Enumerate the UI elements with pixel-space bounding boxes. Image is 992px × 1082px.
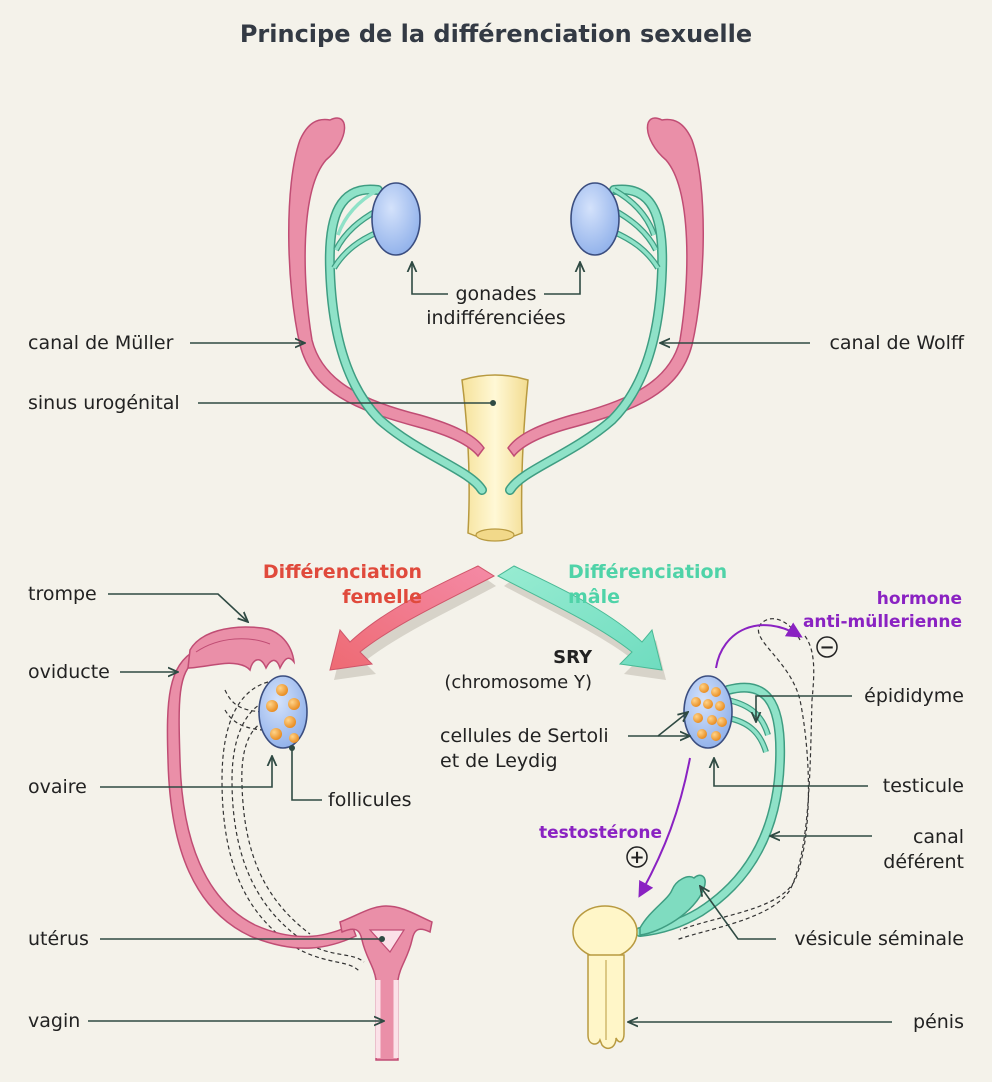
label-canal-deferent: canal [913,826,964,848]
male-organs [572,618,815,1050]
label-hormone: hormone [877,589,962,609]
label-vagin: vagin [28,1010,80,1032]
plus-icon [626,846,648,868]
sinus-urogenital-shape [461,374,529,540]
label-testicule: testicule [883,775,964,797]
vessie-shape [572,905,638,959]
label-uterus: utérus [28,928,89,950]
label-canal-deferent-2: déférent [883,851,964,873]
gonade-left [371,182,421,256]
minus-icon [816,636,838,658]
indifferent-stage [288,117,704,542]
label-ovaire: ovaire [28,776,87,798]
label-penis: pénis [913,1011,964,1033]
label-testosterone: testostérone [539,823,662,843]
canal-muller-left [288,117,485,458]
label-canal-muller: canal de Müller [28,332,174,354]
heading-diff-male-2: mâle [568,586,620,608]
follicules-dots [266,684,300,743]
label-gonades-2: indifférenciées [426,307,566,329]
ovaire-shape [258,675,308,749]
gonade-right [570,182,620,256]
minus-sign: − [819,637,834,658]
label-sertoli: cellules de Sertoli [440,725,609,747]
uterus-shape [339,905,433,1061]
label-sinus-urogenital: sinus urogénital [28,392,180,414]
heading-diff-male: Différenciation [568,561,727,583]
label-vesicule-seminale: vésicule séminale [794,928,964,950]
male-arrow [496,565,666,680]
label-epididyme: épididyme [864,685,964,707]
vesicule-seminale-shape [639,874,706,936]
label-trompe: trompe [28,583,97,605]
trompe-shape [187,626,296,672]
canal-muller-right [507,117,704,458]
oviducte-shape [166,648,357,949]
page-title: Principe de la différenciation sexuelle [240,20,752,48]
female-arrow [329,565,496,680]
amh-arrow [715,622,803,669]
female-organs [166,626,433,1061]
label-chromosome-y: (chromosome Y) [444,672,592,693]
label-sry: SRY [553,647,593,668]
plus-sign: + [629,847,644,868]
label-follicules: follicules [328,789,412,811]
heading-diff-femelle-2: femelle [342,586,422,608]
label-gonades: gonades [455,283,536,305]
heading-diff-femelle: Différenciation [263,561,422,583]
label-oviducte: oviducte [28,661,110,683]
label-canal-wolff: canal de Wolff [829,332,964,354]
label-anti-mullerienne: anti-müllerienne [803,612,962,632]
label-leydig: et de Leydig [440,750,558,772]
testosterone-arrow [638,757,691,898]
sertoli-cells-dots [691,683,727,741]
